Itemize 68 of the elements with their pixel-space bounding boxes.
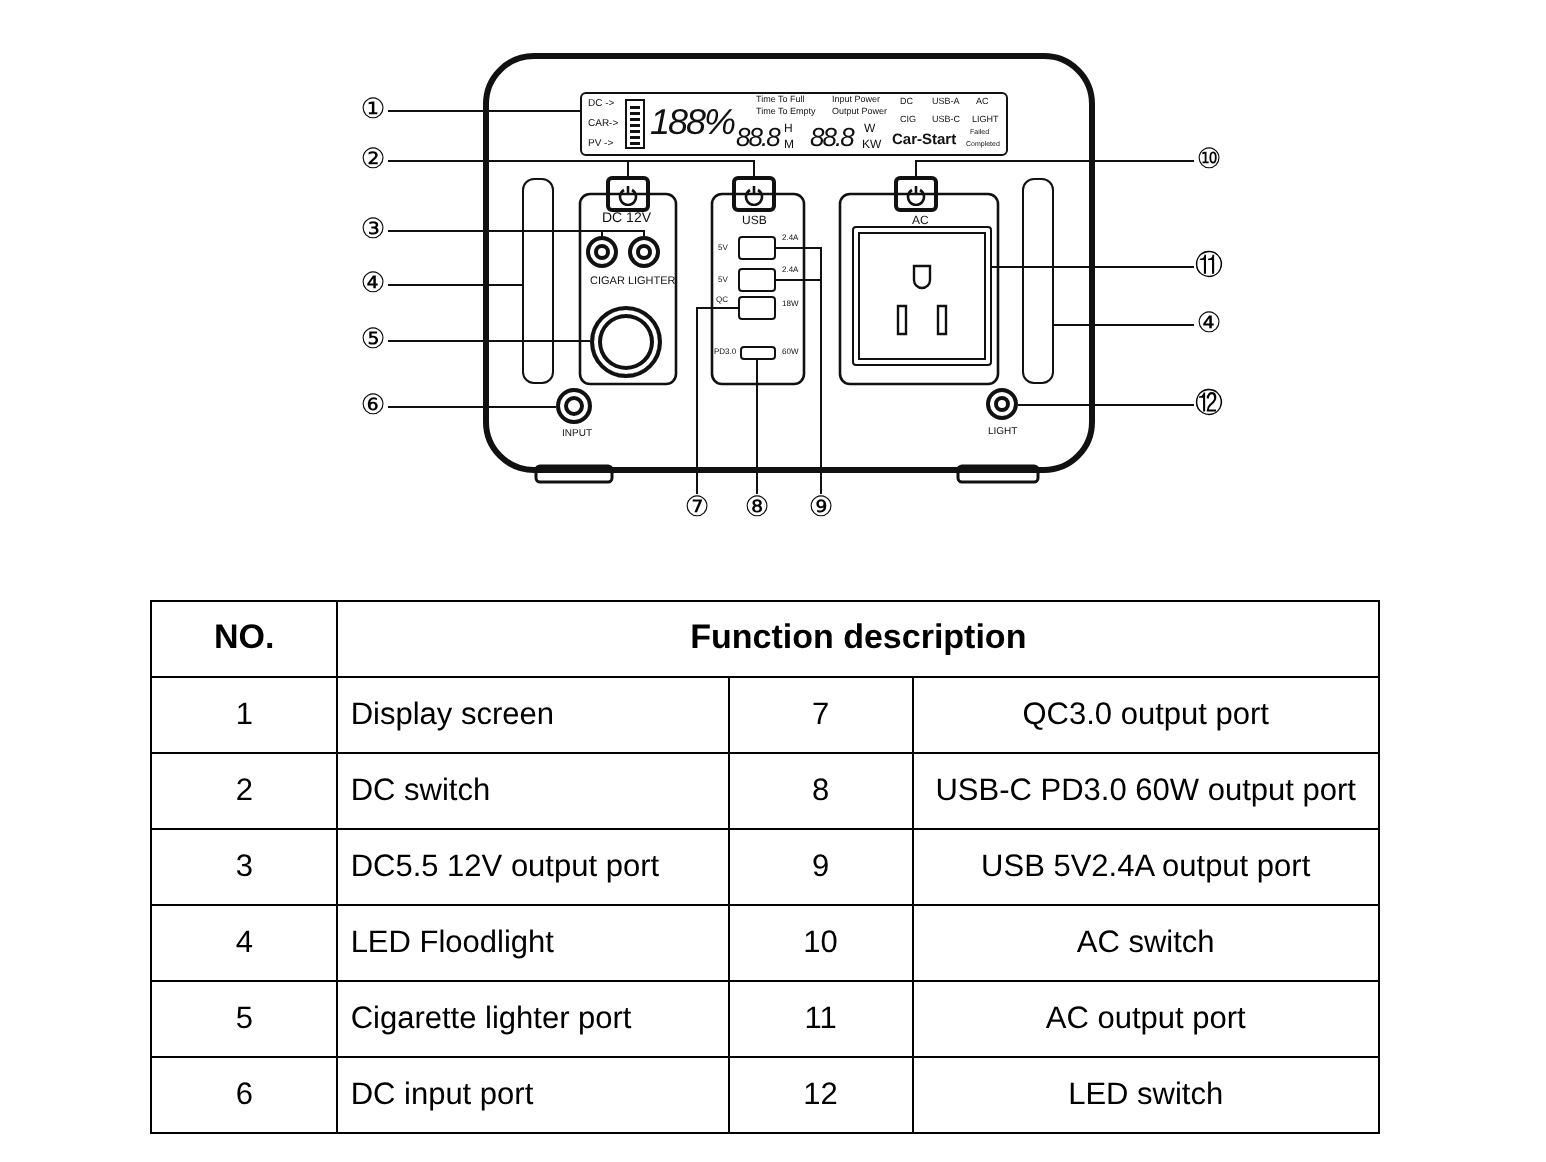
switch-button <box>894 176 938 212</box>
table-cell: LED Floodlight <box>337 905 729 981</box>
leader-line <box>915 160 1195 177</box>
table-cell: DC5.5 12V output port <box>337 829 729 905</box>
table-cell: Cigarette lighter port <box>337 981 729 1057</box>
display-digits: 88.8 <box>736 124 779 150</box>
switch-button <box>732 176 776 212</box>
input-port <box>556 388 592 424</box>
leader-line <box>387 406 557 408</box>
usb-port <box>738 236 776 260</box>
table-cell: 11 <box>728 981 913 1057</box>
usb-c-port <box>740 346 776 360</box>
table-header: Function description <box>337 601 1379 677</box>
callout-number: ⑨ <box>806 494 836 524</box>
table-cell: 9 <box>728 829 913 905</box>
table-cell: QC3.0 output port <box>912 677 1379 753</box>
callout-number: ⑦ <box>682 494 712 524</box>
table-cell: 6 <box>151 1057 338 1133</box>
table-cell: USB 5V2.4A output port <box>912 829 1379 905</box>
table-cell: 12 <box>728 1057 913 1133</box>
callout-number: ⑥ <box>358 392 388 422</box>
ac-outlet <box>852 226 992 366</box>
display-screen <box>580 92 1008 156</box>
leader-line <box>1053 324 1195 326</box>
table-cell: USB-C PD3.0 60W output port <box>912 753 1379 829</box>
callout-number: ① <box>358 96 388 126</box>
leader-line <box>696 307 739 495</box>
callout-number: ④ <box>358 270 388 300</box>
leader-line <box>387 284 523 286</box>
table-header: NO. <box>151 601 338 677</box>
table-cell: DC switch <box>337 753 729 829</box>
table-cell: AC output port <box>912 981 1379 1057</box>
table-cell: 10 <box>728 905 913 981</box>
table-cell: AC switch <box>912 905 1379 981</box>
table-cell: 4 <box>151 905 338 981</box>
callout-number: ⑧ <box>742 494 772 524</box>
display-digits: 88.8 <box>810 124 853 150</box>
leader-line <box>387 340 591 342</box>
table-cell: 5 <box>151 981 338 1057</box>
table-cell: DC input port <box>337 1057 729 1133</box>
lighter-socket <box>590 306 662 378</box>
table-cell: 2 <box>151 753 338 829</box>
usb-port <box>738 268 776 292</box>
callout-number: ② <box>358 146 388 176</box>
callout-number: ⑪ <box>1194 252 1224 282</box>
leader-line <box>756 359 758 495</box>
usb-port <box>738 296 776 320</box>
callout-number: ④ <box>1194 310 1224 340</box>
table-cell: Display screen <box>337 677 729 753</box>
floodlight-panel <box>1022 178 1054 384</box>
table-cell: 7 <box>728 677 913 753</box>
callout-number: ⑩ <box>1194 146 1224 176</box>
table-cell: LED switch <box>912 1057 1379 1133</box>
table-cell: 1 <box>151 677 338 753</box>
light-button <box>986 388 1018 420</box>
callout-number: ⑫ <box>1194 390 1224 420</box>
dc-port <box>586 236 618 268</box>
display-digits: 188% <box>650 104 735 140</box>
leader-line <box>387 110 581 112</box>
table-cell: 8 <box>728 753 913 829</box>
floodlight-panel <box>522 178 554 384</box>
callout-number: ⑤ <box>358 326 388 356</box>
table-cell: 3 <box>151 829 338 905</box>
leader-line <box>991 266 1195 268</box>
switch-button <box>606 176 650 212</box>
callout-number: ③ <box>358 216 388 246</box>
dc-port <box>628 236 660 268</box>
leader-line <box>1017 404 1195 406</box>
